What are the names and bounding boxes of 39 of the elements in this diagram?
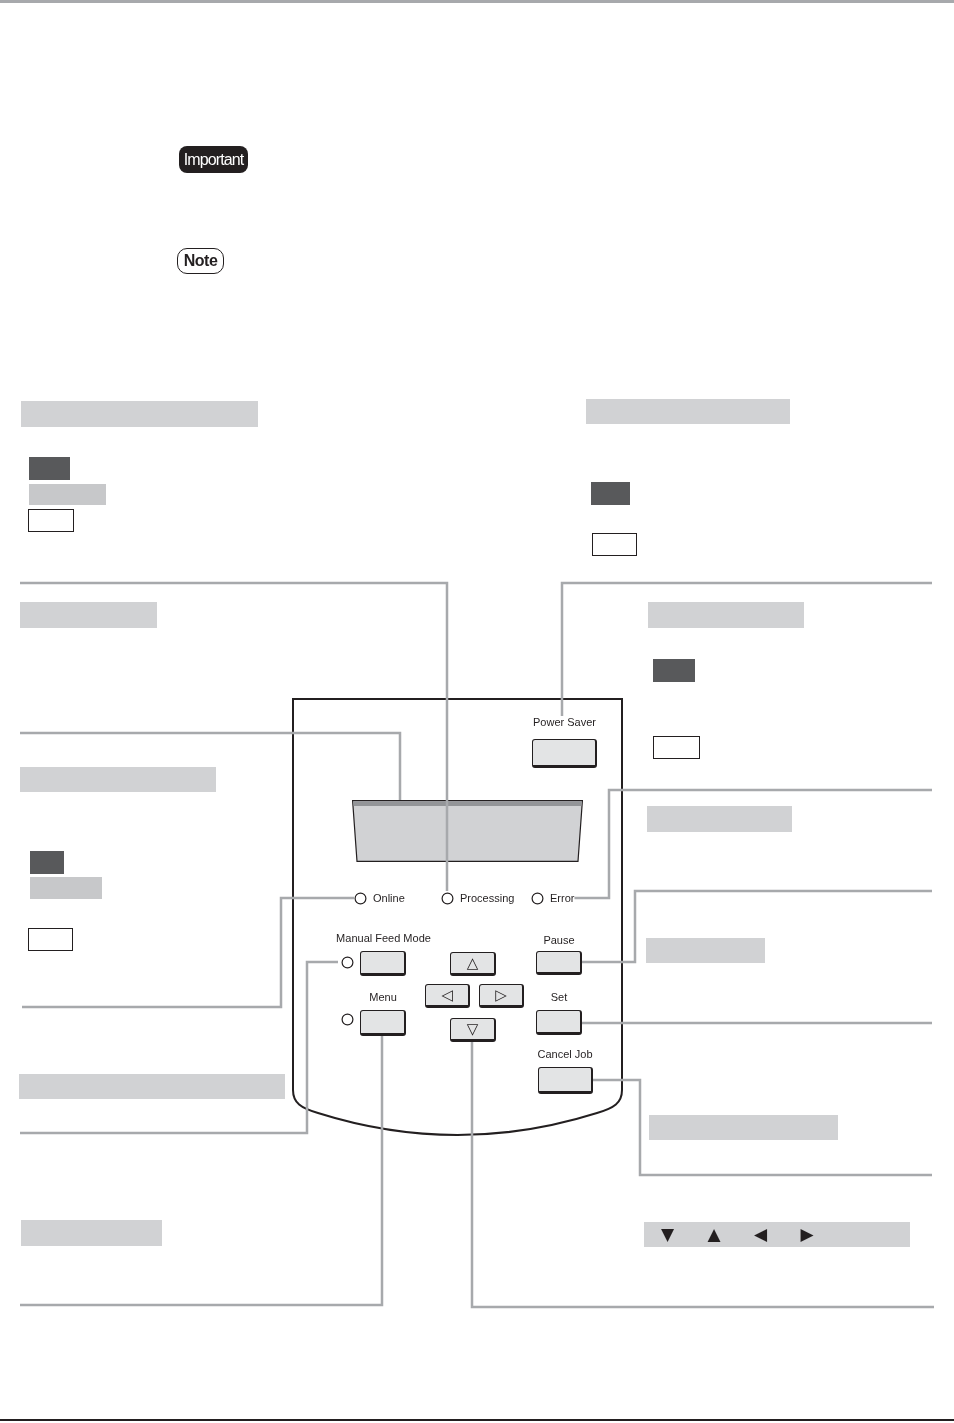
label-badge: Note (177, 248, 224, 274)
heading-bar (21, 1220, 162, 1246)
heading-bar (649, 1115, 838, 1140)
display-screen (352, 800, 583, 862)
leader-line (20, 960, 338, 1135)
button-label: Cancel Job (537, 1048, 593, 1061)
button-label: Power Saver (533, 716, 596, 729)
heading-bar (20, 602, 157, 628)
button-label: Manual Feed Mode (336, 932, 431, 945)
button-label: Set (550, 991, 568, 1004)
leader-line (20, 1036, 384, 1307)
heading-bar (20, 767, 216, 792)
leader-line (20, 581, 449, 891)
heading-bar (648, 602, 804, 628)
arrow-button: ▷ (479, 984, 524, 1008)
leader-line (22, 896, 354, 1009)
lamp-label: Error (550, 892, 575, 904)
leader-line (574, 788, 932, 900)
leader-line (582, 1021, 932, 1025)
leader-line (20, 731, 402, 800)
heading-bar (21, 401, 258, 427)
heading-bar (19, 1074, 285, 1099)
heading-bar (586, 399, 790, 424)
button-label: Menu (369, 991, 397, 1004)
heading-bar (646, 938, 765, 963)
label-badge: Important (179, 146, 248, 173)
control-panel (292, 698, 623, 1136)
arrow-button: ◁ (425, 984, 470, 1008)
lamp-label: Online (373, 892, 405, 904)
lamp-label: Processing (460, 892, 515, 904)
heading-bar: ▼ ▲ ◀ ▶ (644, 1222, 910, 1247)
leader-line (582, 889, 932, 964)
leader-line (593, 1078, 932, 1177)
leader-line (470, 1042, 934, 1309)
arrow-button: ▽ (450, 1018, 496, 1042)
heading-bar (647, 806, 792, 832)
arrow-button: △ (450, 952, 496, 976)
leader-line (560, 581, 932, 716)
button-label: Pause (543, 934, 575, 947)
